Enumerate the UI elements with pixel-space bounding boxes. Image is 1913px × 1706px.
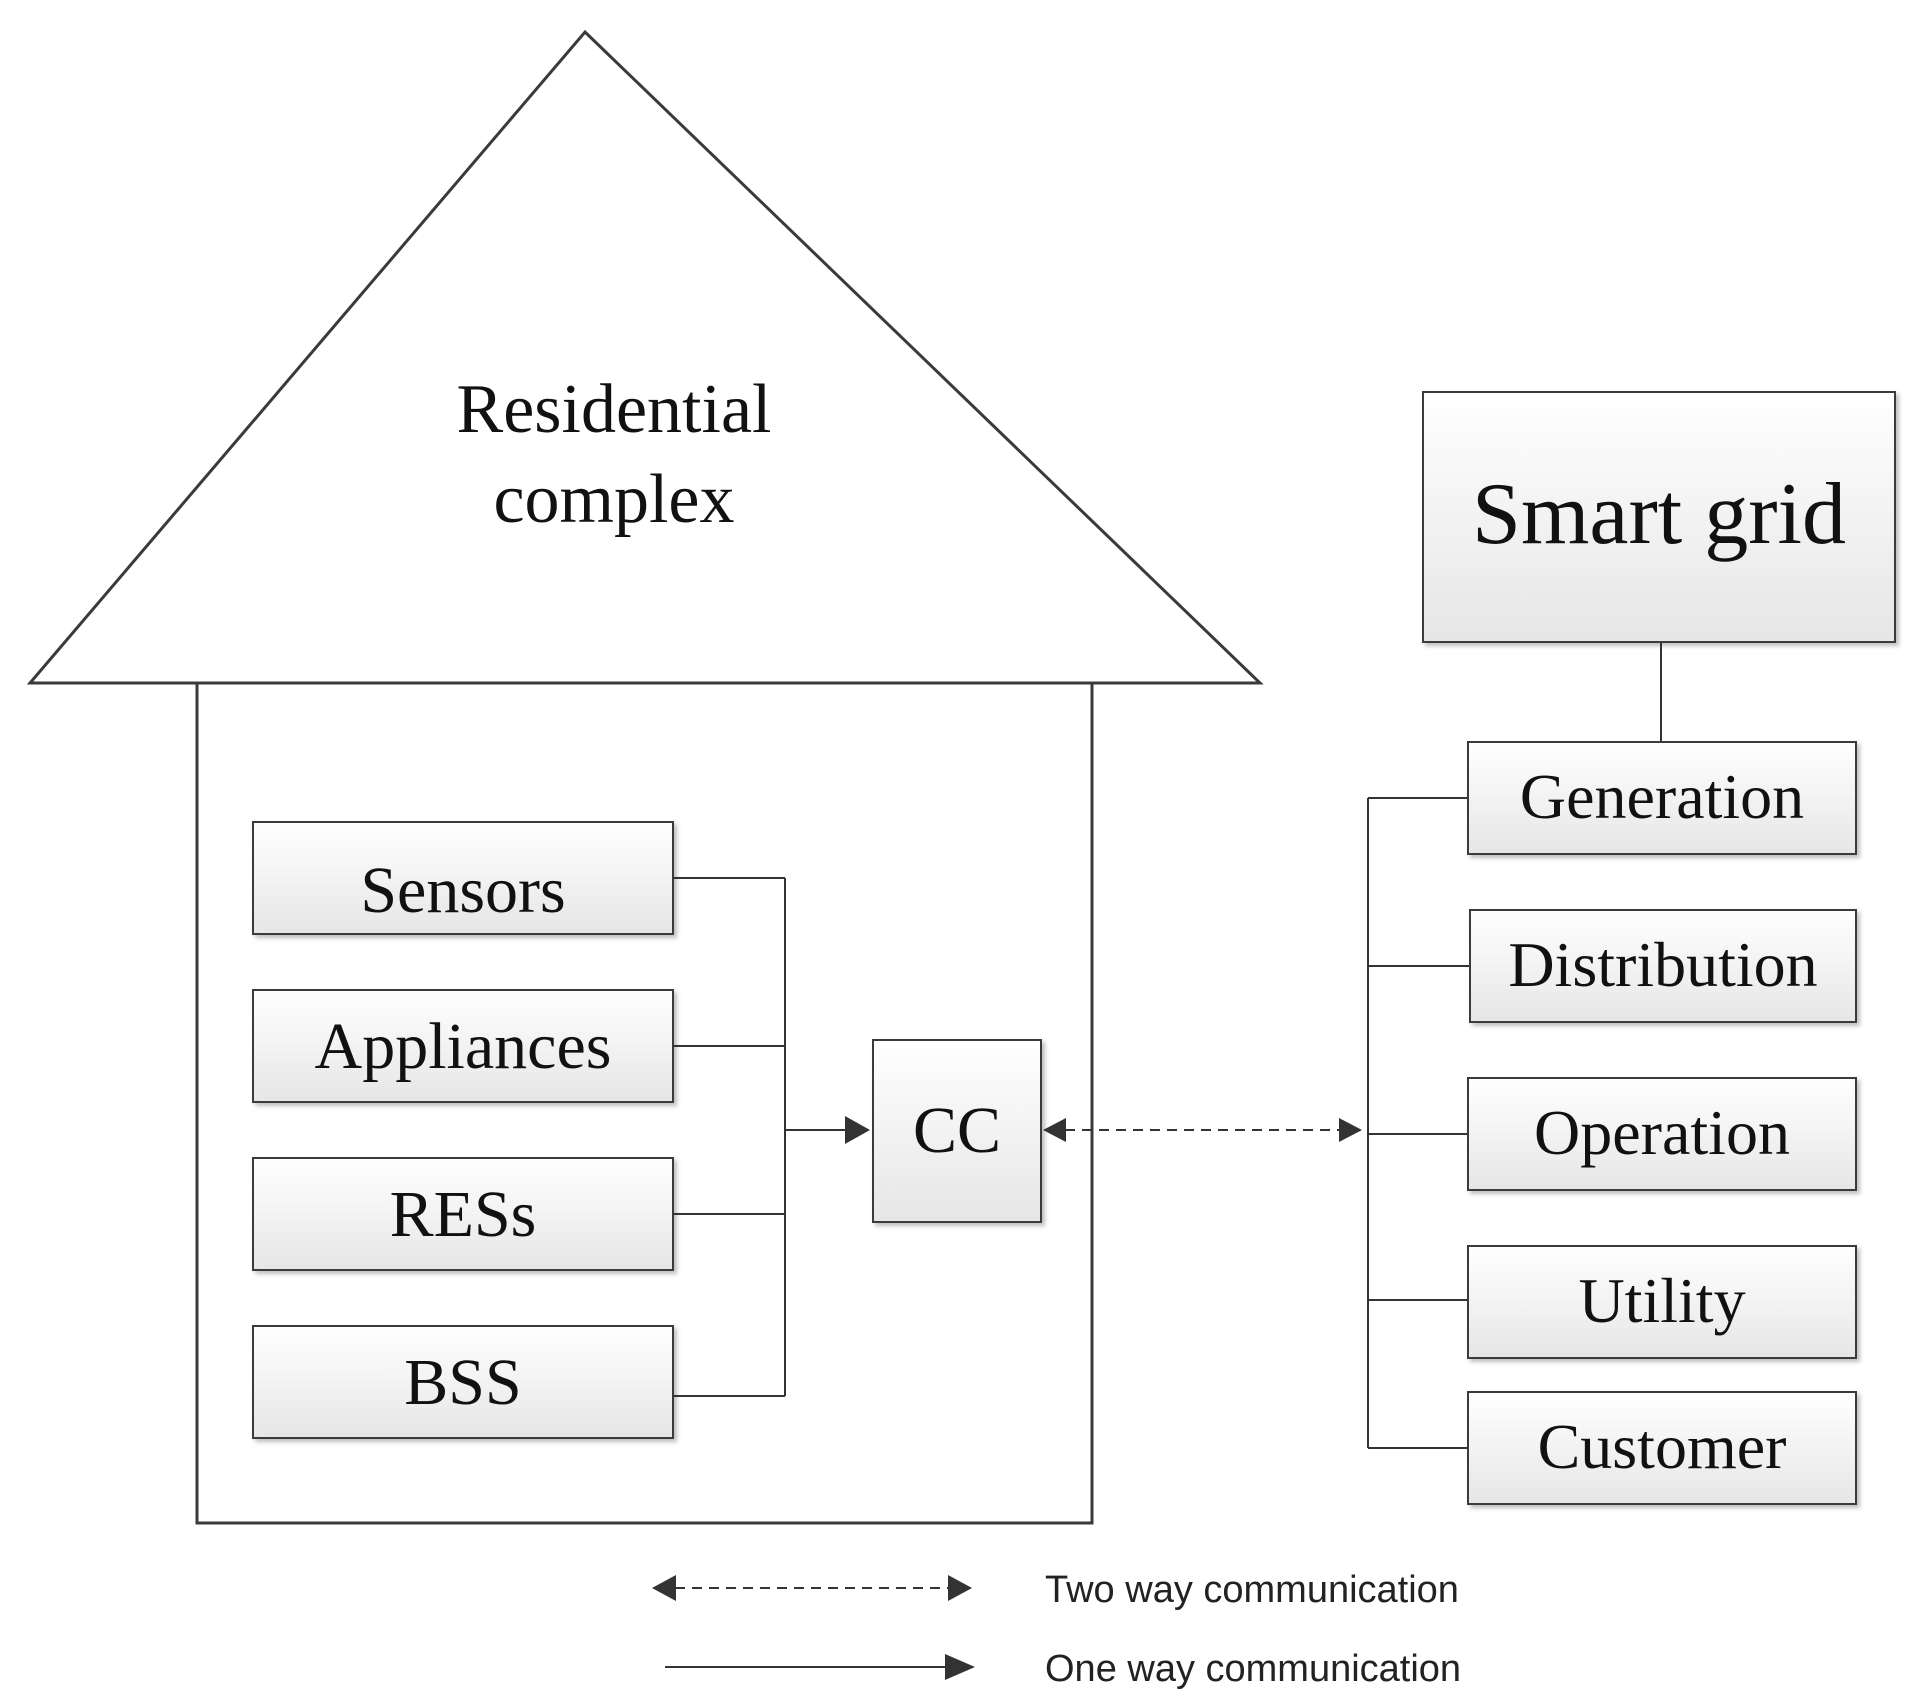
house-roof <box>26 29 1264 685</box>
domain-utility[interactable]: Utility <box>1467 1245 1857 1359</box>
component-sensors[interactable]: Sensors <box>252 821 674 935</box>
residential-complex-house: Residential complex <box>26 29 1264 1525</box>
component-list: Sensors Appliances RESs BSS <box>252 821 674 1439</box>
component-box <box>252 1325 674 1439</box>
legend: Two way communication One way communicat… <box>652 1569 1461 1690</box>
component-connectors <box>673 877 870 1397</box>
component-box <box>252 821 674 935</box>
domain-box <box>1467 1245 1857 1359</box>
component-box <box>252 989 674 1103</box>
domain-label: Operation <box>1534 1097 1790 1168</box>
domain-label: Distribution <box>1508 929 1817 1000</box>
smart-grid-header[interactable]: Smart grid <box>1422 391 1896 643</box>
two-way-link <box>1043 1118 1362 1142</box>
component-box <box>252 1157 674 1271</box>
cc-box <box>872 1039 1042 1223</box>
domain-label: Generation <box>1520 761 1804 832</box>
domain-generation[interactable]: Generation <box>1467 741 1857 855</box>
house-title-line2: complex <box>493 461 734 538</box>
component-label: Sensors <box>360 854 565 927</box>
component-bss[interactable]: BSS <box>252 1325 674 1439</box>
smart-grid-box <box>1422 391 1896 643</box>
smart-grid-title: Smart grid <box>1472 466 1846 563</box>
domain-box <box>1467 1077 1857 1191</box>
arrow-head-left <box>1043 1118 1066 1142</box>
domain-label: Customer <box>1538 1411 1787 1482</box>
domain-box <box>1469 909 1857 1023</box>
component-ress[interactable]: RESs <box>252 1157 674 1271</box>
cc-label: CC <box>913 1094 1001 1167</box>
legend-arrow-one-way <box>945 1654 975 1680</box>
legend-arrow-right <box>948 1575 972 1601</box>
domain-distribution[interactable]: Distribution <box>1469 909 1857 1023</box>
domain-operation[interactable]: Operation <box>1467 1077 1857 1191</box>
house-title-line1: Residential <box>457 371 772 448</box>
component-label: RESs <box>390 1178 537 1251</box>
legend-two-way: Two way communication <box>652 1569 1459 1611</box>
central-controller[interactable]: CC <box>872 1039 1042 1223</box>
domain-label: Utility <box>1578 1265 1745 1336</box>
arrow-head-one-way <box>845 1116 870 1144</box>
legend-two-way-label: Two way communication <box>1045 1569 1459 1611</box>
component-label: Appliances <box>315 1010 612 1083</box>
legend-arrow-left <box>652 1575 676 1601</box>
smart-grid: Smart grid Generation Distribution Opera… <box>1367 391 1896 1505</box>
domain-box <box>1467 1391 1857 1505</box>
component-label: BSS <box>404 1346 521 1419</box>
domain-customer[interactable]: Customer <box>1467 1391 1857 1505</box>
legend-one-way-label: One way communication <box>1045 1648 1461 1690</box>
arrow-head-right <box>1339 1118 1362 1142</box>
legend-one-way: One way communication <box>665 1648 1461 1690</box>
component-appliances[interactable]: Appliances <box>252 989 674 1103</box>
domain-box <box>1467 741 1857 855</box>
